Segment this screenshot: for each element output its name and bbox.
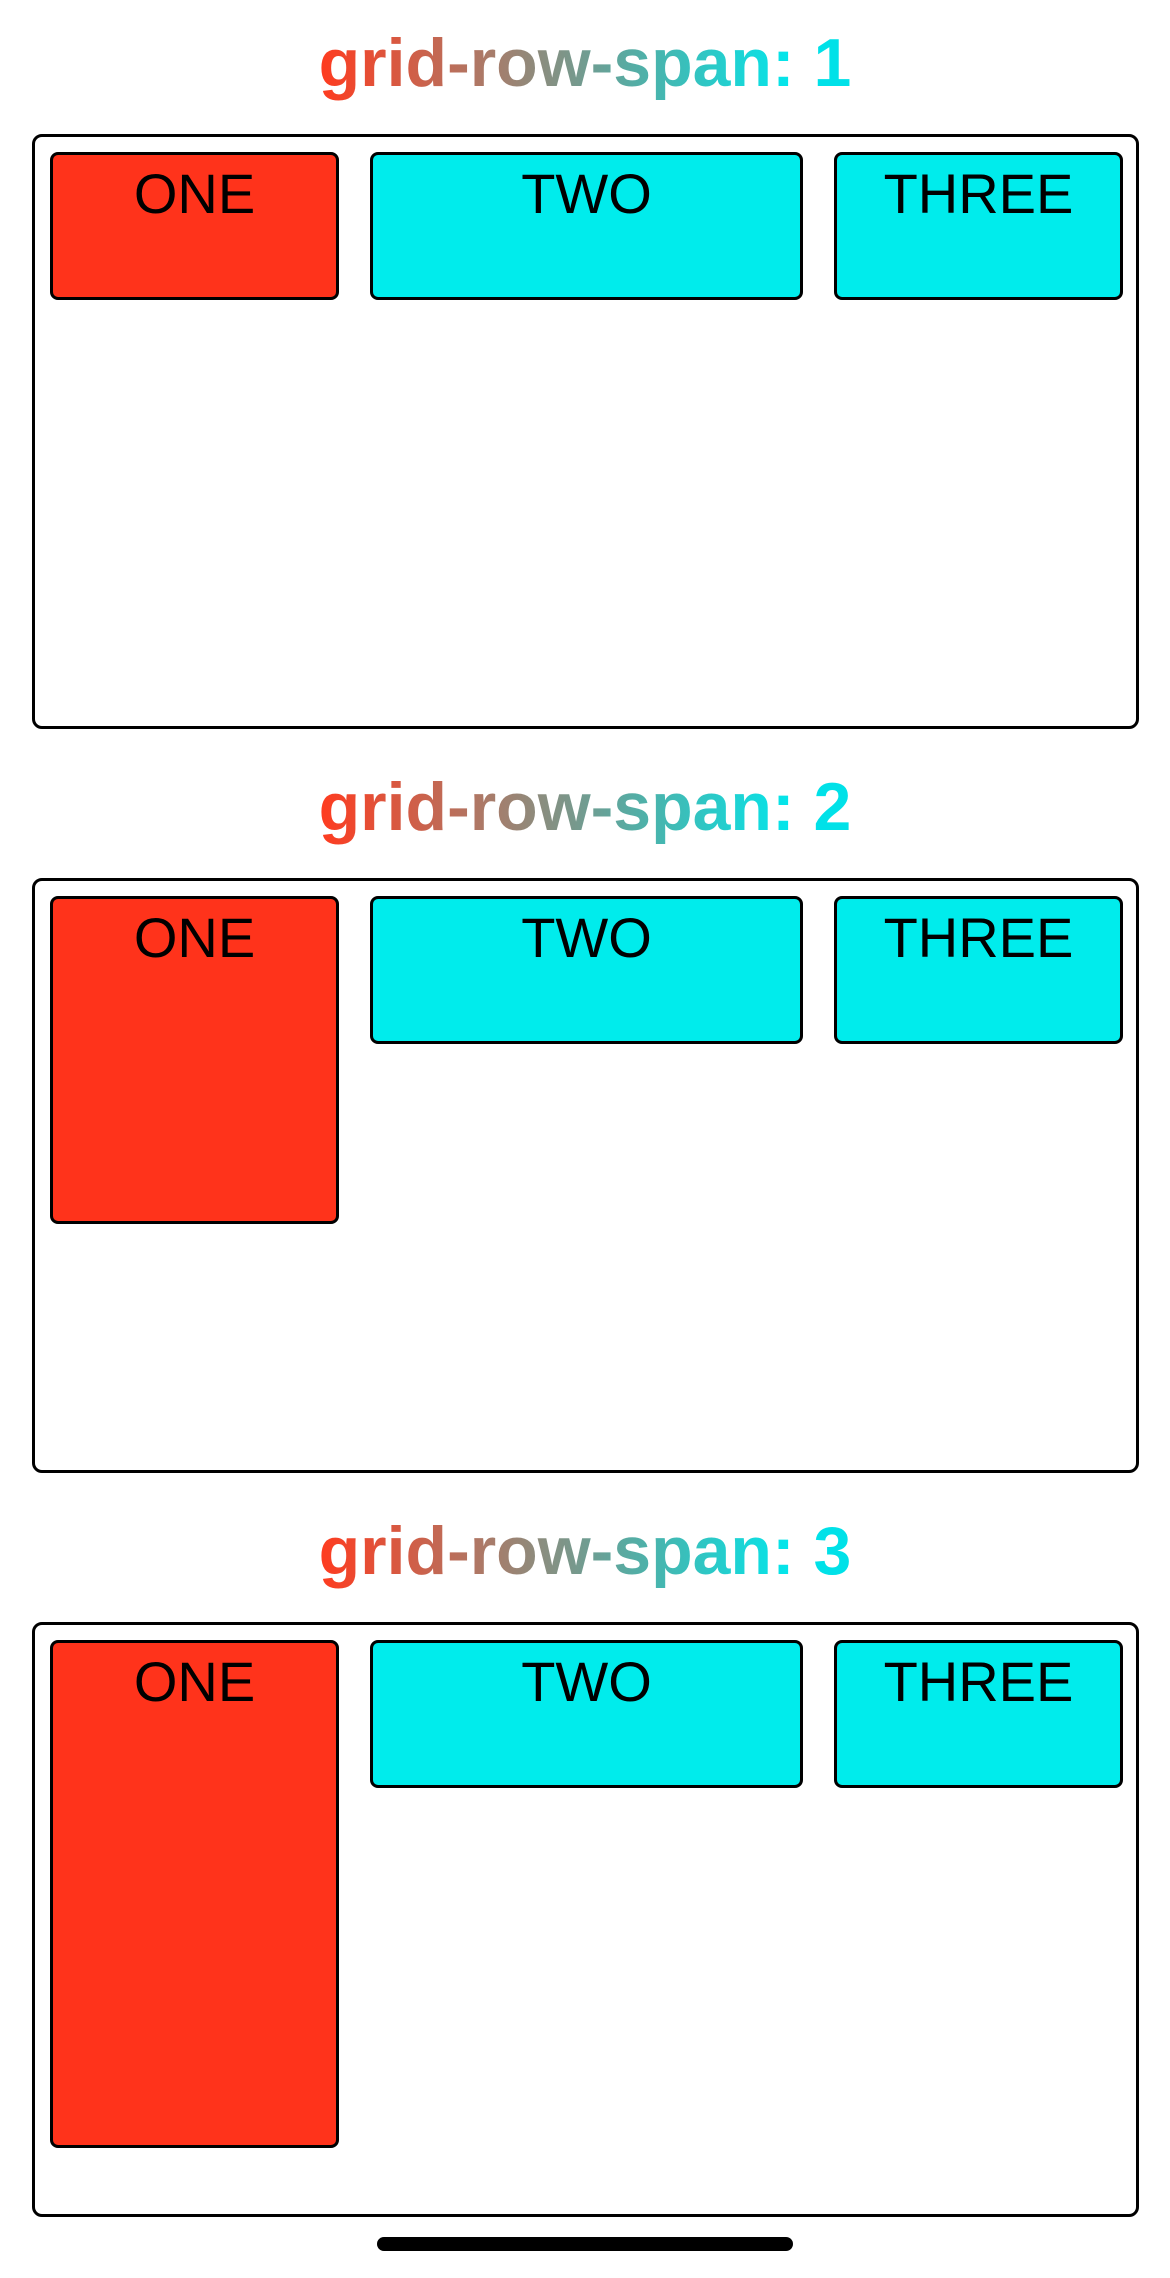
grid-item-three: THREE bbox=[834, 896, 1123, 1044]
grid-item-three: THREE bbox=[834, 152, 1123, 300]
span-value: 2 bbox=[813, 769, 852, 845]
grid-item-two: TWO bbox=[370, 152, 803, 300]
title-prefix: grid-row-span: bbox=[318, 25, 795, 101]
grid-item-three: THREE bbox=[834, 1640, 1123, 1788]
grid-container-span-3: ONE TWO THREE bbox=[32, 1622, 1139, 2217]
title-prefix: grid-row-span: bbox=[318, 769, 795, 845]
grid-item-one: ONE bbox=[50, 896, 339, 1224]
grid-item-two: TWO bbox=[370, 1640, 803, 1788]
section-title-span-2: grid-row-span: 2 bbox=[0, 762, 1170, 852]
title-prefix: grid-row-span: bbox=[318, 1513, 795, 1589]
grid-item-two: TWO bbox=[370, 896, 803, 1044]
span-value: 1 bbox=[813, 25, 852, 101]
grid-item-one: ONE bbox=[50, 1640, 339, 2148]
grid-item-one: ONE bbox=[50, 152, 339, 300]
grid-container-span-2: ONE TWO THREE bbox=[32, 878, 1139, 1473]
section-title-span-1: grid-row-span: 1 bbox=[0, 18, 1170, 108]
home-indicator[interactable] bbox=[377, 2237, 793, 2251]
section-title-span-3: grid-row-span: 3 bbox=[0, 1506, 1170, 1596]
grid-container-span-1: ONE TWO THREE bbox=[32, 134, 1139, 729]
span-value: 3 bbox=[813, 1513, 852, 1589]
